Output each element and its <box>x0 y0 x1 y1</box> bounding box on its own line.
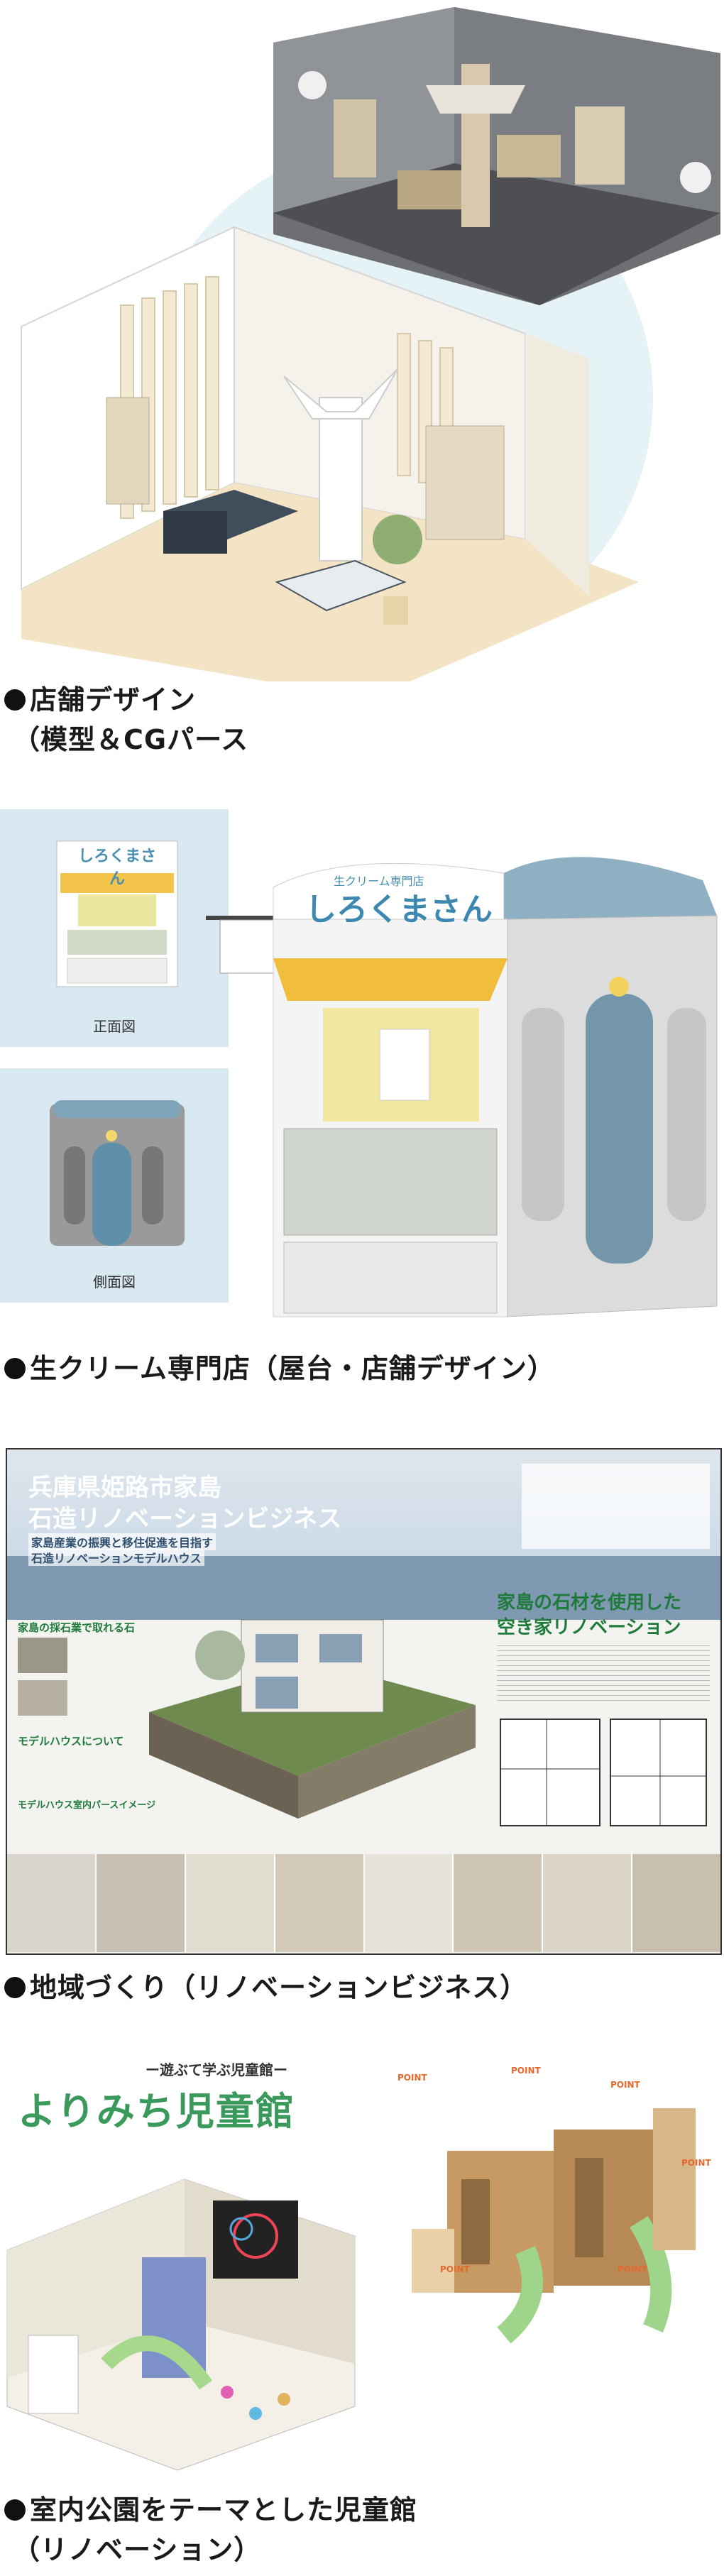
caption-line-1: 生クリーム専門店（屋台・店舗デザイン） <box>30 1353 555 1384</box>
cream-shop-perspective <box>206 857 718 1317</box>
poster-model-label: モデルハウスについて <box>18 1735 124 1748</box>
interior-photo <box>96 1854 186 1952</box>
side-view-drawing <box>50 1100 185 1246</box>
interior-photo <box>275 1854 365 1952</box>
poster-text-box <box>522 1464 710 1549</box>
store-design-rendering <box>21 7 720 681</box>
caption-line-2: （模型＆CGパース <box>13 724 249 755</box>
poster-title-1: 兵庫県姫路市家島 <box>28 1474 221 1502</box>
point-badge: POINT <box>511 2066 541 2076</box>
childrens-center-section: ー遊ぶて学ぶ児童館ー よりみち児童館 POINT POINT POINT POI… <box>0 2051 724 2576</box>
interior-photo <box>7 1854 97 1952</box>
point-badge: POINT <box>681 2158 711 2168</box>
regional-section: 兵庫県姫路市家島 石造リノベーションビジネス 家島産業の振興と移住促進を目指す … <box>0 1448 724 2037</box>
interior-photo <box>543 1854 633 1952</box>
bullet-icon <box>4 689 26 711</box>
poster-sub-2: 石造リノベーションモデルハウス <box>28 1549 204 1566</box>
cream-shop-section: しろくまさん 正面図 側面図 生クリーム専門 <box>0 795 724 1434</box>
side-view-label: 側面図 <box>93 1273 136 1290</box>
point-badge: POINT <box>618 2264 647 2274</box>
bullet-icon <box>4 2499 26 2521</box>
point-badge: POINT <box>610 2080 640 2090</box>
poster-body-right <box>497 1641 710 1705</box>
interior-photo <box>185 1854 275 1952</box>
store-design-section: 店舗デザイン （模型＆CGパース <box>0 0 724 767</box>
interior-photo-strip <box>7 1854 720 1952</box>
poster-title-2: 石造リノベーションビジネス <box>28 1505 342 1533</box>
stone-photo-2 <box>18 1680 67 1716</box>
poster-head-right-2: 空き家リノベーション <box>497 1617 681 1638</box>
regional-caption: 地域づくり（リノベーションビジネス） <box>4 1968 527 2007</box>
caption-line-1: 店舗デザイン <box>30 684 197 716</box>
poster-interior-label: モデルハウス室内パースイメージ <box>18 1800 156 1811</box>
renovation-poster: 兵庫県姫路市家島 石造リノベーションビジネス 家島産業の振興と移住促進を目指す … <box>6 1448 722 1955</box>
store-design-caption: 店舗デザイン （模型＆CGパース <box>4 680 248 760</box>
interior-photo <box>454 1854 544 1952</box>
poster-sea <box>7 1556 720 1620</box>
childrens-center-rendering <box>6 2178 356 2471</box>
poster-sub-1: 家島産業の振興と移住促進を目指す <box>28 1533 216 1550</box>
logo-main: よりみち児童館 <box>18 2089 295 2134</box>
sign-top-text: 生クリーム専門店 <box>334 875 424 888</box>
logo-subtitle: ー遊ぶて学ぶ児童館ー <box>146 2061 287 2078</box>
front-view-drawing <box>56 840 178 987</box>
interior-photo <box>632 1854 720 1952</box>
front-view-panel: しろくまさん 正面図 <box>0 809 229 1047</box>
bullet-icon <box>4 1358 26 1379</box>
caption-line-2: （リノベーション） <box>13 2534 262 2565</box>
front-view-label: 正面図 <box>93 1018 136 1035</box>
point-badge: POINT <box>397 2073 427 2083</box>
point-badge: POINT <box>440 2264 470 2274</box>
poster-stone-label: 家島の採石業で取れる石 <box>18 1621 136 1634</box>
side-view-panel: 側面図 <box>0 1068 229 1303</box>
caption-line-1: 地域づくり（リノベーションビジネス） <box>30 1972 528 2003</box>
caption-line-1: 室内公園をテーマとした児童館 <box>30 2494 418 2526</box>
playground-structure <box>412 2108 696 2344</box>
front-view-sign: しろくまさん <box>77 848 156 888</box>
model-house-rendering <box>149 1619 476 1819</box>
childrens-center-caption: 室内公園をテーマとした児童館 （リノベーション） <box>4 2490 417 2570</box>
cream-shop-caption: 生クリーム専門店（屋台・店舗デザイン） <box>4 1349 555 1388</box>
floor-plans <box>500 1719 707 1826</box>
bullet-icon <box>4 1977 26 1998</box>
interior-photo <box>364 1854 454 1952</box>
shop-sign-main: しろくまさん <box>305 892 493 928</box>
stone-photo <box>18 1638 67 1673</box>
poster-head-right-1: 家島の石材を使用した <box>497 1592 682 1613</box>
